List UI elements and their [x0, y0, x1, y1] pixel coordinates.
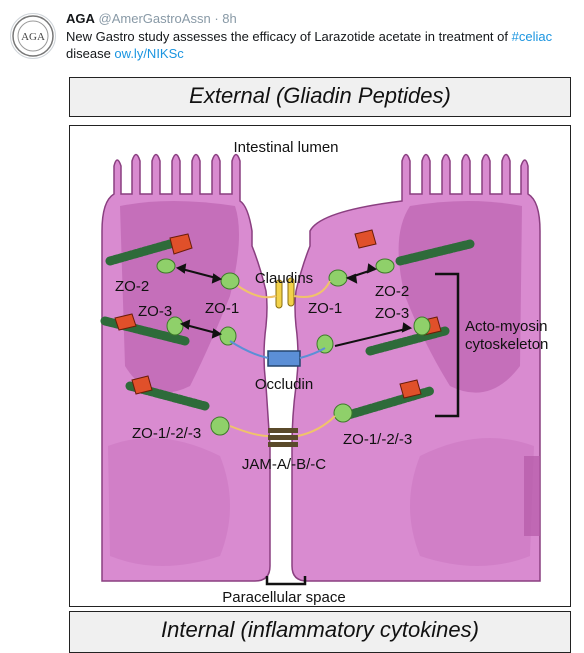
- right-cell-lower: [410, 438, 534, 566]
- occludin-protein: [267, 350, 301, 367]
- tweet-meta: AGA @AmerGastroAssn · 8h: [66, 10, 237, 27]
- timestamp[interactable]: 8h: [222, 11, 237, 26]
- occludin-connectors: [229, 340, 326, 359]
- label-zo123-right: ZO-1/-2/-3: [343, 431, 412, 448]
- avatar[interactable]: AGA: [10, 13, 56, 59]
- right-cell-cytoplasm: [398, 201, 522, 393]
- label-acto-myosin: Acto-myosin: [465, 318, 548, 335]
- jam-proteins: [268, 428, 298, 447]
- label-zo3-right: ZO-3: [375, 305, 409, 322]
- avatar-initials: AGA: [21, 31, 45, 43]
- label-zo123-left: ZO-1/-2/-3: [132, 425, 201, 442]
- label-zo1-left: ZO-1: [205, 300, 239, 317]
- claudin-proteins: [275, 277, 295, 309]
- tweet-header: AGA AGA @AmerGastroAssn · 8h New Gastro …: [0, 0, 584, 72]
- tweet-image[interactable]: External (Gliadin Peptides): [69, 77, 571, 653]
- label-paracellular-space: Paracellular space: [222, 589, 345, 606]
- label-zo2-left: ZO-2: [115, 278, 149, 295]
- label-zo3-left: ZO-3: [138, 303, 172, 320]
- author-handle[interactable]: @AmerGastroAssn: [98, 11, 211, 26]
- hashtag-link[interactable]: #celiac: [511, 29, 553, 44]
- figure-top-title: External (Gliadin Peptides): [69, 77, 571, 117]
- tight-junction-diagram: Intestinal lumen Claudins ZO-2 ZO-1 ZO-3…: [69, 125, 571, 607]
- figure-bottom-title: Internal (inflammatory cytokines): [69, 611, 571, 653]
- tweet-text: New Gastro study assesses the efficacy o…: [66, 28, 571, 62]
- interaction-arrows: [175, 263, 413, 347]
- label-occludin: Occludin: [255, 376, 313, 393]
- zo-proteins: [156, 258, 431, 436]
- actin-filaments: [100, 239, 475, 421]
- connector-lines: [229, 280, 336, 437]
- author-name[interactable]: AGA: [66, 11, 95, 26]
- label-cytoskeleton: cytoskeleton: [465, 336, 548, 353]
- acto-myosin-bracket: [435, 272, 460, 418]
- url-link[interactable]: ow.ly/NIKSc: [114, 46, 184, 61]
- label-zo1-right: ZO-1: [308, 300, 342, 317]
- left-cell-lower: [108, 438, 230, 566]
- tweet-text-part: New Gastro study assesses the efficacy o…: [66, 29, 512, 44]
- label-intestinal-lumen: Intestinal lumen: [233, 139, 338, 156]
- separator: ·: [214, 11, 219, 26]
- paracellular-bracket: [265, 576, 307, 586]
- right-cell-edge: [524, 456, 540, 536]
- label-claudins: Claudins: [255, 270, 313, 287]
- label-jam: JAM-A/-B/-C: [242, 456, 326, 473]
- tweet-text-part: disease: [66, 46, 115, 61]
- label-zo2-right: ZO-2: [375, 283, 409, 300]
- aga-logo-icon: AGA: [12, 15, 54, 57]
